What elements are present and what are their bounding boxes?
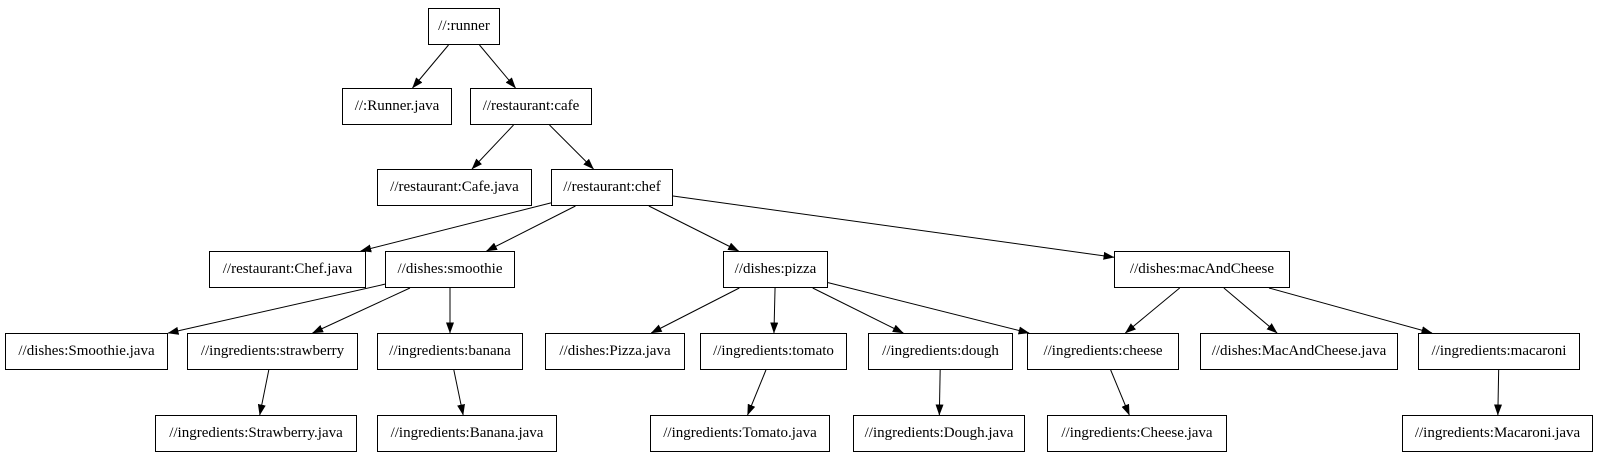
edge-smoothie-to-strawberry: [312, 287, 411, 334]
edge-banana-to-banana_java: [453, 369, 465, 416]
graph-node-strawberry: //ingredients:strawberry: [187, 333, 358, 370]
graph-node-tomato: //ingredients:tomato: [700, 333, 847, 370]
edge-pizza-to-tomato: [770, 287, 779, 334]
graph-node-runner: //:runner: [428, 8, 500, 45]
edge-macaroni-to-macaroni_java: [1494, 369, 1503, 416]
graph-node-runner_java: //:Runner.java: [342, 88, 452, 125]
graph-node-strawberry_java: //ingredients:Strawberry.java: [155, 415, 357, 452]
edge-smoothie-to-smoothie_java: [167, 283, 386, 335]
edge-cafe-to-cafe_java: [471, 124, 514, 170]
graph-node-macaroni: //ingredients:macaroni: [1418, 333, 1580, 370]
graph-node-cafe_java: //restaurant:Cafe.java: [377, 169, 532, 206]
edge-runner-to-cafe: [479, 44, 516, 89]
graph-node-cafe: //restaurant:cafe: [470, 88, 592, 125]
graph-node-banana: //ingredients:banana: [377, 333, 523, 370]
edge-strawberry-to-strawberry_java: [257, 369, 270, 416]
graph-node-cheese_java: //ingredients:Cheese.java: [1047, 415, 1227, 452]
edge-chef-to-mac_and_cheese: [672, 195, 1115, 260]
graph-node-chef_java: //restaurant:Chef.java: [209, 251, 366, 288]
edge-pizza-to-pizza_java: [650, 287, 740, 334]
edge-mac_and_cheese-to-macaroni: [1268, 287, 1433, 335]
graph-node-mac_and_cheese_java: //dishes:MacAndCheese.java: [1200, 333, 1398, 370]
graph-node-smoothie_java: //dishes:Smoothie.java: [5, 333, 168, 370]
edge-pizza-to-cheese: [827, 282, 1030, 335]
graph-node-dough: //ingredients:dough: [868, 333, 1013, 370]
edge-chef-to-pizza: [648, 205, 740, 252]
edge-mac_and_cheese-to-cheese: [1124, 287, 1180, 334]
graph-node-banana_java: //ingredients:Banana.java: [377, 415, 557, 452]
graph-node-chef: //restaurant:chef: [551, 169, 673, 206]
edge-chef-to-smoothie: [486, 205, 576, 252]
edge-pizza-to-dough: [812, 287, 904, 334]
graph-node-cheese: //ingredients:cheese: [1027, 333, 1179, 370]
edge-mac_and_cheese-to-mac_and_cheese_java: [1223, 287, 1278, 334]
edge-cafe-to-chef: [549, 124, 594, 170]
graph-node-tomato_java: //ingredients:Tomato.java: [650, 415, 830, 452]
graph-node-smoothie: //dishes:smoothie: [385, 251, 515, 288]
graph-node-pizza: //dishes:pizza: [723, 251, 828, 288]
edge-chef-to-chef_java: [360, 202, 552, 253]
graph-node-pizza_java: //dishes:Pizza.java: [545, 333, 685, 370]
edge-cheese-to-cheese_java: [1110, 369, 1130, 416]
edge-runner-to-runner_java: [412, 44, 449, 89]
graph-node-dough_java: //ingredients:Dough.java: [853, 415, 1025, 452]
edge-tomato-to-tomato_java: [747, 369, 767, 416]
graph-node-mac_and_cheese: //dishes:macAndCheese: [1114, 251, 1290, 288]
edge-dough-to-dough_java: [935, 369, 944, 416]
graph-node-macaroni_java: //ingredients:Macaroni.java: [1402, 415, 1593, 452]
